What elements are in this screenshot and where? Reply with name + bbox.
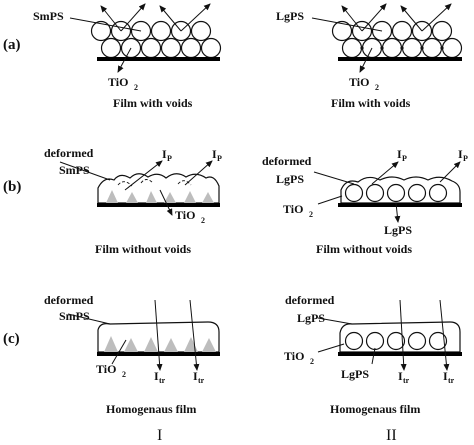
svg-text:I: I [154,369,159,383]
svg-text:I: I [458,147,463,161]
deformed-label: deformed [44,146,94,160]
homogeneous-film [339,321,461,353]
lgps-label-bottom: LgPS [384,223,412,237]
tio2-label: TiO 2 [284,349,314,366]
panel-a-II: LgPS TiO 2 Film with voids [276,3,463,110]
tio2-label: TiO 2 [108,75,138,92]
lgps-label: LgPS [276,9,304,23]
deformed-film [340,176,461,204]
ray-arrows [67,299,200,371]
particle-layer [344,183,448,203]
svg-text:I: I [398,369,403,383]
svg-text:TiO: TiO [349,75,369,89]
particle-layer [331,20,463,59]
substrate [97,203,220,207]
caption-film-without-voids: Film without voids [316,242,412,256]
scatter-arrows [311,3,452,73]
lgps-label-bottom: LgPS [341,367,369,381]
svg-text:TiO: TiO [108,75,128,89]
svg-text:tr: tr [198,376,205,385]
column-label-I: I [157,427,162,444]
lgps-label: LgPS [276,172,304,186]
ip-label: I P [212,147,222,163]
tio2-label: TiO 2 [175,208,205,225]
substrate [338,352,462,356]
deformed-label: deformed [44,293,94,307]
caption-homogenaus-film: Homogenaus film [106,402,196,416]
smps-label: SmPS [33,9,64,23]
panel-a-I: SmPS TiO 2 Film with voids [33,3,222,110]
svg-text:I: I [443,369,448,383]
svg-text:tr: tr [159,376,166,385]
itr-label: I tr [443,369,455,385]
svg-text:P: P [402,154,407,163]
ray-arrows [313,161,461,223]
svg-text:TiO: TiO [96,362,116,376]
svg-text:2: 2 [375,83,379,92]
panel-b-I: deformed SmPS I P I P TiO 2 Film without… [44,146,222,256]
smps-label: SmPS [59,163,90,177]
column-label-II: II [386,427,397,444]
tio2-label: TiO 2 [349,75,379,92]
ip-label: I P [162,147,172,163]
particle-layer [90,20,222,59]
svg-text:2: 2 [310,357,314,366]
row-label-b: (b) [3,179,21,195]
ip-label: I P [397,147,407,163]
ray-arrows [59,160,213,216]
caption-film-with-voids: Film with voids [331,96,411,110]
tio2-particles [106,190,214,203]
scatter-arrows [69,3,211,73]
svg-text:tr: tr [403,376,410,385]
panel-c-I: deformed SmPS TiO 2 I tr I tr Homogenaus… [44,293,220,444]
substrate [338,57,462,61]
svg-text:P: P [167,154,172,163]
substrate [97,57,220,61]
caption-film-without-voids: Film without voids [95,242,191,256]
ray-arrows [317,299,450,371]
caption-homogenaus-film: Homogenaus film [330,402,420,416]
svg-text:I: I [212,147,217,161]
svg-text:P: P [217,154,222,163]
deformed-label: deformed [262,154,312,168]
substrate [338,203,462,207]
deformed-label: deformed [285,293,335,307]
svg-text:TiO: TiO [175,208,195,222]
lgps-label: LgPS [297,311,325,325]
svg-text:2: 2 [122,370,126,379]
itr-label: I tr [193,369,205,385]
tio2-label: TiO 2 [96,362,126,379]
svg-text:I: I [397,147,402,161]
panel-b-II: deformed LgPS TiO 2 I P I P LgPS Film wi… [262,147,468,256]
ip-label: I P [458,147,468,163]
caption-film-with-voids: Film with voids [113,96,193,110]
svg-text:P: P [463,154,468,163]
itr-label: I tr [154,369,166,385]
itr-label: I tr [398,369,410,385]
svg-text:2: 2 [309,210,313,219]
svg-text:2: 2 [134,83,138,92]
svg-text:TiO: TiO [283,202,303,216]
grain-boundaries [117,179,192,187]
row-label-a: (a) [3,37,21,53]
svg-text:I: I [162,147,167,161]
svg-text:tr: tr [448,376,455,385]
tio2-particles [360,46,444,50]
deformed-film [97,173,220,204]
row-label-c: (c) [3,331,20,347]
svg-text:2: 2 [201,216,205,225]
panel-c-II: deformed LgPS TiO 2 LgPS I tr I tr Homog… [284,293,462,444]
svg-text:I: I [193,369,198,383]
smps-label: SmPS [59,309,90,323]
svg-text:TiO: TiO [284,349,304,363]
tio2-label: TiO 2 [283,202,313,219]
